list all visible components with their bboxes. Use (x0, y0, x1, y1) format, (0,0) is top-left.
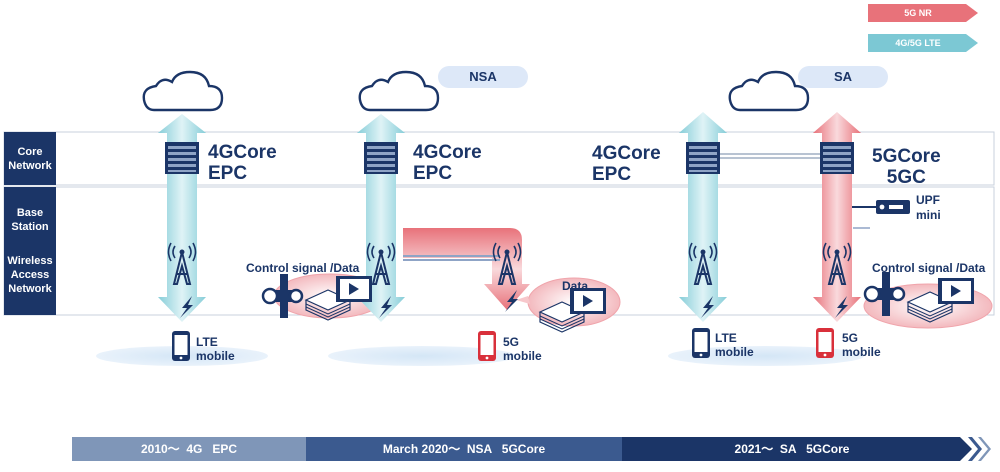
core-network-label: Core Network (4, 132, 56, 185)
5g-mobile-label-2: 5G mobile (842, 331, 881, 359)
core-epc-3-title: 4GCore EPC (592, 143, 661, 185)
control-signal-data-label-2: Control signal /Data (872, 261, 986, 275)
legend-lte-arrow (868, 34, 978, 52)
legend-4g-5g-lte: 4G/5G LTE (895, 38, 941, 48)
legend-5g-nr: 5G NR (904, 8, 932, 18)
data-label: Data (562, 279, 589, 293)
timeline-nsa-5gcore: March 2020～ NSA 5GCore (382, 442, 546, 456)
access-network-label: Base Station Wireless Access Network (4, 187, 56, 315)
lte-mobile-label-1: LTE mobile (196, 335, 235, 363)
timeline-4g-epc: 2010～ 4G EPC (140, 442, 238, 456)
sa-badge: SA (798, 66, 888, 88)
5g-mobile-label-1: 5G mobile (503, 335, 542, 363)
core-5gc-title: 5GCore 5GC (872, 146, 941, 188)
upf-mini-label: UPF mini (916, 193, 941, 222)
legend-nr-arrow (868, 4, 978, 22)
core-epc-2-title: 4GCore EPC (413, 142, 482, 184)
control-signal-data-label-1: Control signal /Data (246, 261, 360, 275)
wireless-access-network-label: Wireless Access Network (7, 254, 53, 295)
timeline-sa-5gcore: 2021～ SA 5GCore (734, 442, 850, 456)
nsa-badge: NSA (438, 66, 528, 88)
lte-mobile-label-2: LTE mobile (715, 331, 754, 359)
base-station-label: Base Station (11, 207, 49, 234)
core-epc-1-title: 4GCore EPC (208, 142, 277, 184)
